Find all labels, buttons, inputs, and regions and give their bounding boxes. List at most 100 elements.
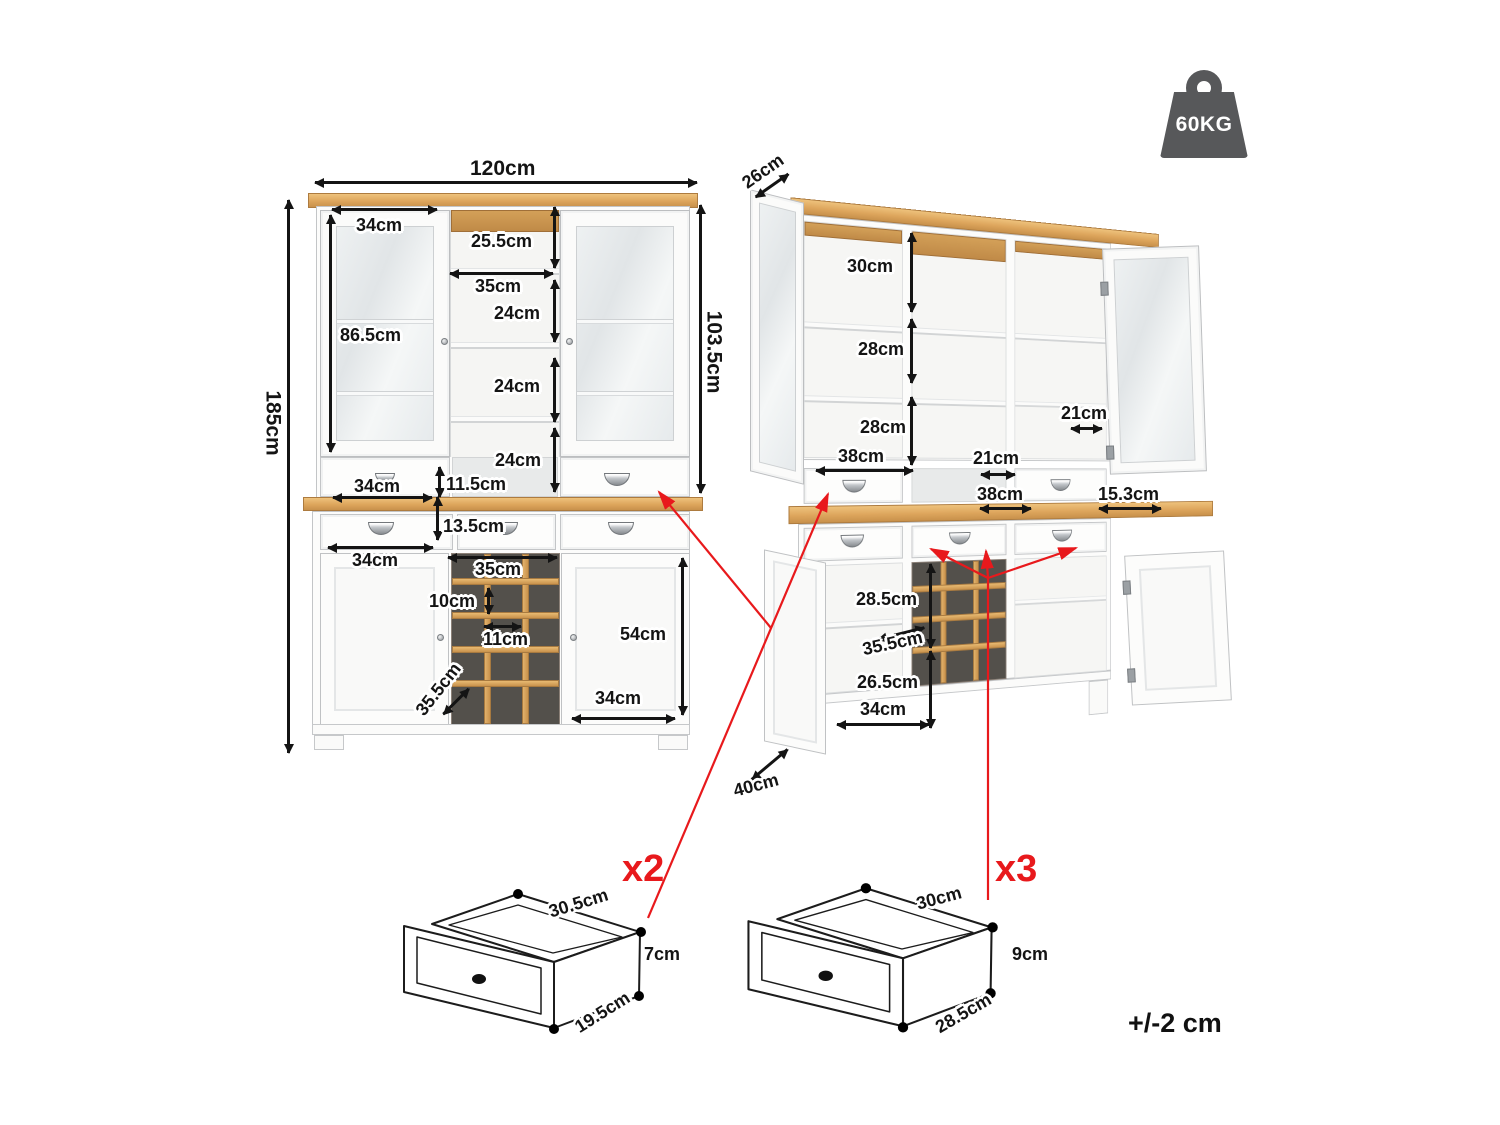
large-drawer-diagram xyxy=(747,883,998,1033)
wine-rack-shelf xyxy=(452,646,559,653)
dim-hutch-drawer-height: 11.5cm xyxy=(446,474,507,494)
shelf xyxy=(912,398,1006,408)
dim-arrow-left-col-width xyxy=(816,469,913,472)
front-base-bottom-rail xyxy=(312,724,690,735)
dim-arrow-open-base-door-width xyxy=(837,723,929,726)
half-depth-shelf xyxy=(1015,595,1106,606)
dim-left-col-width: 38cm xyxy=(838,446,885,466)
dim-hutch-height: 103.5cm xyxy=(702,310,726,394)
dim-small-drawer-height: 7cm xyxy=(644,944,681,964)
door-glass xyxy=(1113,256,1196,464)
dim-arrow-hutch-height xyxy=(699,205,702,493)
small-drawer-diagram xyxy=(403,889,646,1034)
dim-arrow-wine-width xyxy=(448,556,557,559)
front-base-leg xyxy=(658,735,688,750)
wine-rack-shelf xyxy=(452,680,559,687)
tolerance-note: +/-2 cm xyxy=(1128,1008,1222,1038)
dim-shelf-top: 30cm xyxy=(847,256,894,276)
wine-rack-divider xyxy=(973,560,979,681)
open-base-right-compartment xyxy=(1014,555,1107,679)
dim-arrow-shelf2 xyxy=(553,358,556,422)
dim-wine-width: 35cm xyxy=(475,559,522,579)
shelf-line xyxy=(577,391,673,396)
dim-arrow-right-shelf-depth xyxy=(1071,427,1102,430)
wine-rack-divider xyxy=(522,554,529,724)
dim-arrow-base-shelf-a xyxy=(929,564,932,648)
dim-shelf2: 24cm xyxy=(494,376,541,396)
callout-base-drawer-count: x3 xyxy=(995,848,1038,890)
wine-rack-shelf xyxy=(452,612,559,619)
dim-arrow-base-left-door-width xyxy=(328,546,433,549)
dim-hutch-door-height: 86.5cm xyxy=(340,325,402,345)
dim-hutch-drawer-width: 34cm xyxy=(354,476,401,496)
dim-hutch-door-width: 34cm xyxy=(356,215,403,235)
open-base-right-door-open xyxy=(1122,550,1232,706)
dim-large-drawer-height: 9cm xyxy=(1012,944,1049,964)
front-counter-top xyxy=(303,497,703,511)
dim-arrow-hutch-door-width xyxy=(332,208,437,211)
shelf xyxy=(804,321,902,334)
door-hinge xyxy=(1127,668,1136,683)
dim-arrow-base-door-height xyxy=(681,558,684,715)
shelf xyxy=(912,327,1006,339)
dim-top-gap: 25.5cm xyxy=(471,231,533,251)
dim-arrow-base-right-door-width xyxy=(572,717,675,720)
dim-arrow-wine-cell-width xyxy=(484,625,521,628)
max-load-badge: 60KG xyxy=(1160,70,1248,158)
dim-wine-cell-width: 11cm xyxy=(483,629,529,649)
open-base-leg xyxy=(1088,679,1109,716)
dim-arrow-top-gap xyxy=(553,207,556,268)
dim-arrow-wine-cell-height xyxy=(487,588,490,614)
dim-base-shelf-b: 26.5cm xyxy=(857,672,919,692)
shelf xyxy=(451,342,559,349)
open-hutch-center-column xyxy=(911,230,1007,460)
dim-base-depth: 40cm xyxy=(731,769,781,801)
open-view-carcass xyxy=(788,197,1213,746)
door-glass xyxy=(759,202,796,472)
dim-hutch-depth: 26cm xyxy=(738,149,788,193)
open-hutch-left-door-open xyxy=(750,189,804,485)
dim-arrow-drawer-depth xyxy=(1099,507,1161,510)
dim-base-drawer-height: 13.5cm xyxy=(443,516,505,536)
dim-arrow-overall-height xyxy=(287,200,290,753)
door-hinge xyxy=(1105,445,1115,460)
dim-arrow-hutch-drawer-height xyxy=(438,467,441,497)
shelf-line xyxy=(337,391,433,396)
dim-arrow-center-width xyxy=(980,507,1031,510)
door-knob xyxy=(437,634,444,641)
weight-icon-body: 60KG xyxy=(1160,92,1248,158)
shelf xyxy=(804,395,902,405)
dim-arrow-shelf1 xyxy=(553,280,556,342)
front-base-left-door xyxy=(320,553,449,725)
wine-rack-shelf xyxy=(912,611,1006,624)
front-hutch-right-door-glass xyxy=(576,226,674,441)
front-wine-rack xyxy=(451,553,560,725)
shelf xyxy=(451,416,559,423)
door-knob xyxy=(441,338,448,345)
dim-shelf3: 24cm xyxy=(495,450,542,470)
front-hutch-open-slot xyxy=(452,457,558,497)
dim-arrow-hutch-drawer-width xyxy=(333,496,432,499)
dim-arrow-shelf-width xyxy=(450,272,553,275)
dim-arrow-hutch-door-height xyxy=(329,215,332,452)
dim-arrow-base-drawer-height xyxy=(436,497,439,540)
dim-arrow-center-gap xyxy=(981,473,1015,476)
dim-shelf-bottom: 28cm xyxy=(860,417,907,437)
dim-arrow-base-shelf-b xyxy=(929,651,932,728)
open-base-left-door-open xyxy=(764,549,826,755)
front-hutch-left-door-glass xyxy=(336,226,434,441)
wine-rack-shelf xyxy=(452,578,559,585)
door-hinge xyxy=(1100,281,1109,296)
dim-arrow-shelf-mid xyxy=(910,319,913,383)
dim-arrow-shelf3 xyxy=(553,428,556,492)
wine-rack-shelf xyxy=(912,582,1006,593)
dim-base-right-door-width: 34cm xyxy=(595,688,642,708)
dim-shelf1: 24cm xyxy=(494,303,541,323)
dim-base-door-height: 54cm xyxy=(620,624,667,644)
front-hutch-left-glass-door xyxy=(320,210,450,457)
wine-rack-divider xyxy=(940,561,947,684)
callout-hutch-drawer-count: x2 xyxy=(622,848,665,890)
shelf-line xyxy=(577,319,673,324)
dim-base-left-door-width: 34cm xyxy=(352,550,399,570)
hutch-top-underside xyxy=(451,210,559,232)
